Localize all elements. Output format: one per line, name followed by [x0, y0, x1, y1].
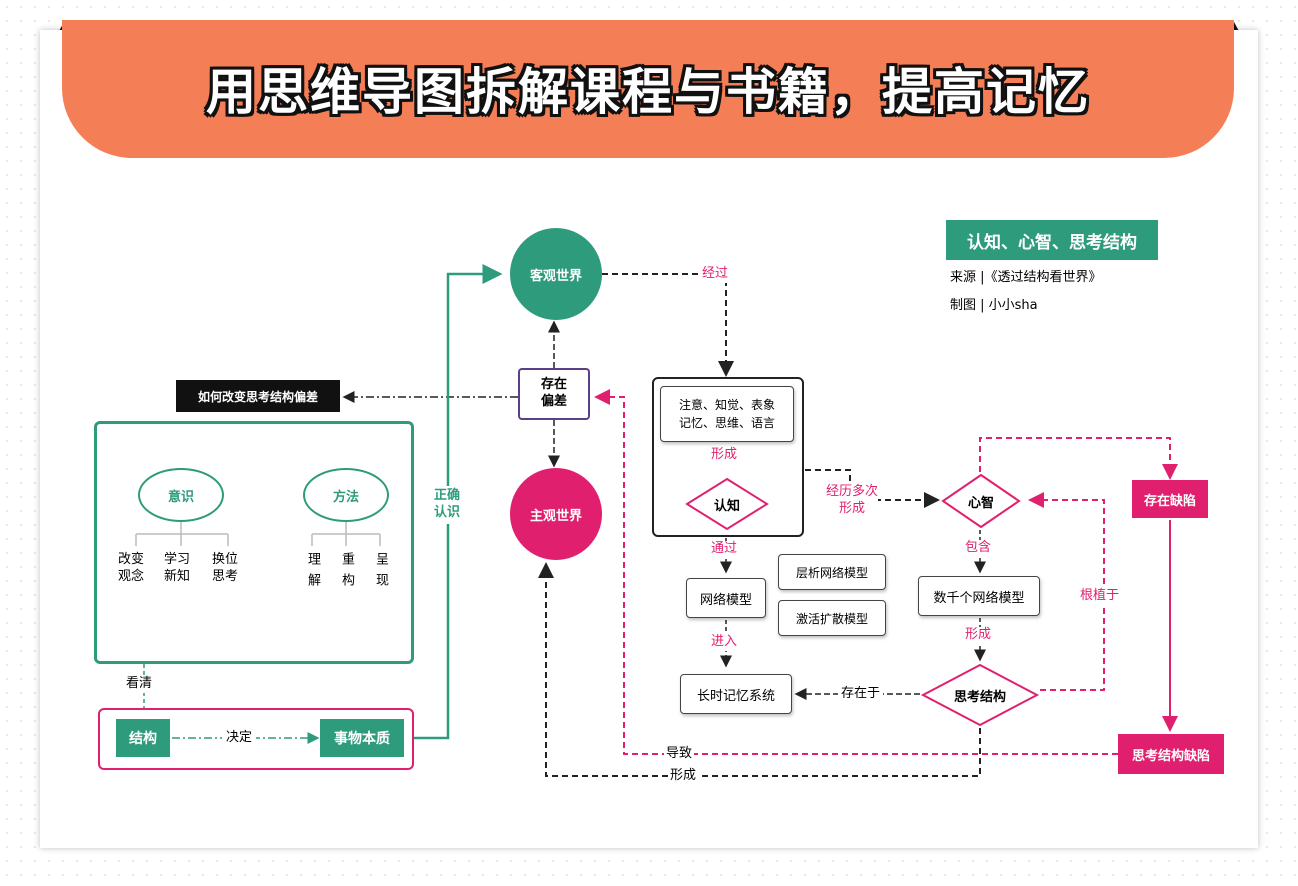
edge-label-experience: 经历多次 形成 — [826, 484, 879, 518]
node-structure: 结构 — [116, 719, 170, 757]
node-cognition-inputs: 注意、知觉、表象 记忆、思维、语言 — [660, 386, 794, 442]
info-source: 来源 |《透过结构看世界》 — [950, 270, 1102, 285]
node-network-model: 网络模型 — [686, 578, 766, 618]
edge-label-lead: 导致 — [664, 746, 695, 763]
node-thinking-structure: 思考结构 — [953, 689, 1006, 705]
node-defect: 存在缺陷 — [1132, 480, 1208, 518]
node-bias: 存在 偏差 — [518, 368, 590, 420]
edge-objective-to-cognition — [602, 273, 734, 377]
awareness-item: 学习 新知 — [164, 552, 191, 584]
title-banner — [62, 20, 1234, 158]
group-structure-essence — [98, 708, 414, 770]
node-cognition: 认知 — [713, 498, 740, 514]
method-tree — [311, 522, 381, 546]
edge-mind-to-defect — [979, 437, 1178, 480]
method-item: 呈现 — [373, 552, 388, 594]
page-title: 用思维导图拆解课程与书籍，提高记忆 — [206, 63, 1090, 121]
node-mind: 心智 — [967, 495, 994, 511]
node-mind-diamond — [941, 473, 1021, 529]
edge-label-exist-in: 存在于 — [838, 686, 884, 703]
node-cognition-diamond — [685, 477, 769, 531]
edge-label-form: 形成 — [711, 447, 738, 464]
node-thinking-diamond — [920, 663, 1040, 727]
awareness-tree — [135, 522, 229, 546]
node-thinking-defect: 思考结构缺陷 — [1118, 734, 1224, 774]
edge-label-through2: 通过 — [711, 541, 738, 558]
edge-label-correct: 正确 认识 — [434, 486, 461, 524]
method-item: 重构 — [339, 552, 354, 594]
node-objective-world: 客观世界 — [510, 228, 602, 320]
awareness-item: 改变 观念 — [118, 552, 145, 584]
node-how-change: 如何改变思考结构偏差 — [176, 380, 340, 412]
edge-thinking-forms-subjective — [538, 562, 981, 777]
edge-label-through: 经过 — [700, 266, 731, 283]
node-spreading-model: 激活扩散模型 — [778, 600, 886, 636]
diagram-card — [40, 30, 1258, 848]
node-subjective-world: 主观世界 — [510, 468, 602, 560]
edge-label-enter: 进入 — [711, 634, 738, 651]
method-item: 理解 — [305, 552, 320, 594]
edge-label-form2: 形成 — [965, 627, 992, 644]
info-author: 制图 | 小小sha — [950, 298, 1038, 313]
node-method: 方法 — [303, 468, 389, 522]
group-awareness-method — [94, 421, 414, 664]
edge-defect-leads-bias — [594, 389, 1118, 755]
node-hierarchical-model: 层析网络模型 — [778, 554, 886, 590]
node-essence: 事物本质 — [320, 719, 404, 757]
edge-label-decide: 决定 — [222, 730, 257, 747]
node-many-models: 数千个网络模型 — [918, 576, 1040, 616]
edge-label-contain: 包含 — [965, 540, 992, 557]
info-heading: 认知、心智、思考结构 — [946, 220, 1158, 260]
node-awareness: 意识 — [138, 468, 224, 522]
edge-label-see-clearly: 看清 — [126, 676, 153, 693]
edge-label-form3: 形成 — [668, 768, 699, 785]
awareness-item: 换位 思考 — [212, 552, 239, 584]
edge-rooted-in-mind — [1028, 492, 1105, 691]
edge-label-rooted: 根植于 — [1080, 586, 1120, 607]
node-long-term-memory: 长时记忆系统 — [680, 674, 792, 714]
